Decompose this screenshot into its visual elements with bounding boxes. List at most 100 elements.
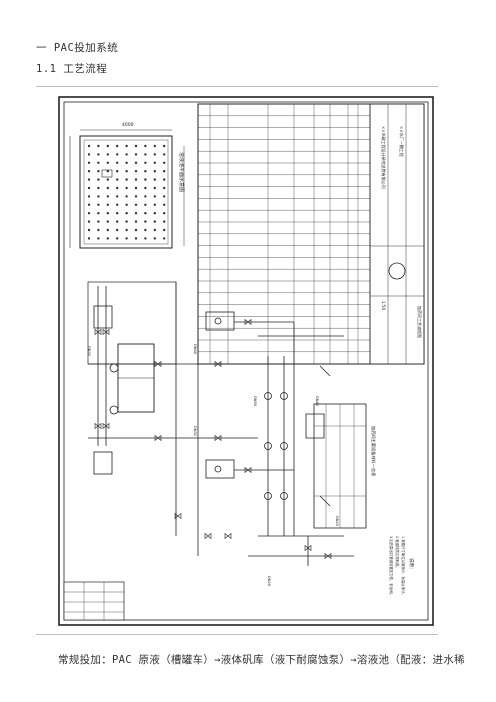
diffuser-dot	[97, 203, 100, 206]
diffuser-dot	[125, 144, 128, 148]
diffuser-dot	[144, 153, 147, 156]
pipe-tag: DN20	[267, 576, 271, 587]
diffuser-dot	[125, 228, 128, 232]
pipe-tag: DN50	[253, 396, 257, 407]
diffuser-dot	[106, 178, 109, 181]
diffuser-dot	[97, 153, 100, 156]
diffuser-dot	[125, 161, 128, 164]
tank-plan-view: 4000	[69, 122, 173, 249]
process-description: 常规投加：PAC 原液（槽罐车）→液体矾库（液下耐腐蚀泵）→溶液池（配液：进水稀	[58, 654, 465, 666]
pipe-tag: DN32	[87, 346, 91, 356]
diffuser-dot	[116, 178, 119, 181]
pipe-tag: DN40	[315, 396, 319, 407]
valve-symbol	[244, 318, 252, 326]
diffuser-dot	[116, 237, 119, 240]
valve-symbol	[102, 422, 110, 430]
diffuser-dot	[144, 170, 147, 173]
diffuser-dot	[106, 195, 109, 198]
diffuser-dot	[144, 161, 147, 164]
diffuser-dot	[163, 144, 166, 148]
diffuser-dot	[134, 237, 138, 240]
diffuser-dot	[106, 153, 109, 156]
section-heading: 一 PAC投加系统	[36, 42, 119, 54]
note-line: 2.管道材质见材料表。	[395, 536, 400, 570]
diffuser-dot	[87, 220, 91, 223]
diffuser-dot	[163, 203, 166, 206]
pipe-tags: DN32 DN40 DN50 DN32 DN40 DN25 DN20	[87, 344, 339, 587]
diffuser-dot	[116, 195, 119, 198]
valve-symbol	[214, 360, 222, 368]
diffuser-dot	[125, 212, 128, 215]
divider-top	[36, 86, 438, 87]
diffuser-dot	[116, 212, 119, 215]
diffuser-dot	[153, 178, 156, 181]
diffuser-dot	[134, 228, 138, 232]
diffuser-dot	[106, 203, 109, 206]
diffuser-dot	[125, 203, 128, 206]
title-block: ××市政工程设计研究总院有限公司 ××水厂一期工程 加药间工艺流程图 1:50	[369, 103, 425, 365]
diffuser-dot	[134, 170, 138, 173]
flow-diagram	[87, 281, 354, 566]
diffuser-dot	[97, 220, 100, 223]
diffuser-dot	[144, 212, 147, 215]
equipment-table-title: 加药间主要设备材料一览表	[370, 426, 377, 477]
diffuser-dot	[97, 170, 100, 173]
diffuser-dot	[153, 228, 156, 232]
diffuser-dot	[163, 212, 166, 215]
valve-symbol	[244, 466, 252, 474]
divider-bottom	[36, 634, 438, 635]
pipe-tag: DN40	[193, 344, 197, 355]
diffuser-dot	[97, 212, 100, 215]
diffuser-dot	[116, 170, 119, 173]
diffuser-dot	[134, 195, 138, 198]
diffuser-dot	[134, 203, 138, 206]
diffuser-dot	[97, 144, 100, 148]
diffuser-dot	[163, 170, 166, 173]
notes-label: 说明：	[408, 558, 415, 572]
diffuser-dot	[125, 220, 128, 223]
note-line: 1.本图尺寸单位以毫米计，标高以米计。	[401, 536, 406, 597]
diffuser-dot	[97, 195, 100, 198]
diffuser-dot	[106, 237, 109, 240]
drawing-scale: 1:50	[381, 301, 386, 310]
diffuser-dot	[144, 186, 147, 190]
diffuser-dot	[106, 212, 109, 215]
diffuser-dot	[153, 186, 156, 190]
diffuser-dot	[134, 153, 138, 156]
diffuser-dot	[97, 178, 100, 181]
valve-symbol	[102, 328, 110, 336]
note-line: 3.加药泵出口管道设置压力表、安全阀。	[389, 536, 394, 597]
diffuser-dot	[134, 220, 138, 223]
diffuser-dot	[144, 178, 147, 181]
diffuser-dot	[116, 144, 119, 148]
valve-symbol	[154, 360, 162, 368]
equipment-table	[197, 103, 425, 365]
diffuser-dot	[153, 170, 156, 173]
diffuser-dot	[144, 237, 147, 240]
diffuser-dot	[106, 170, 109, 173]
diffuser-dot	[87, 186, 91, 190]
diffuser-dot	[87, 212, 91, 215]
diffuser-dot	[163, 220, 166, 223]
diffuser-dot	[153, 144, 156, 148]
diffuser-dot	[163, 161, 166, 164]
diffuser-dot	[163, 195, 166, 198]
diffuser-dot	[144, 228, 147, 232]
valve-symbol	[94, 422, 102, 430]
diffuser-dot	[134, 186, 138, 190]
diffuser-dot	[163, 178, 166, 181]
diffuser-dot	[153, 212, 156, 215]
diffuser-dot	[125, 153, 128, 156]
project-name: ××水厂一期工程	[399, 126, 405, 157]
diffuser-dot	[97, 228, 100, 232]
diffuser-dot	[97, 237, 100, 240]
diffuser-dot	[153, 237, 156, 240]
valve-symbol	[304, 544, 312, 552]
diffuser-dot	[144, 220, 147, 223]
diffuser-dot	[153, 161, 156, 164]
valve-symbol	[324, 552, 332, 560]
diffuser-dot	[87, 144, 91, 148]
pipe-tag: DN32	[193, 426, 197, 436]
diffuser-dot	[153, 195, 156, 198]
diffuser-dot	[134, 161, 138, 164]
